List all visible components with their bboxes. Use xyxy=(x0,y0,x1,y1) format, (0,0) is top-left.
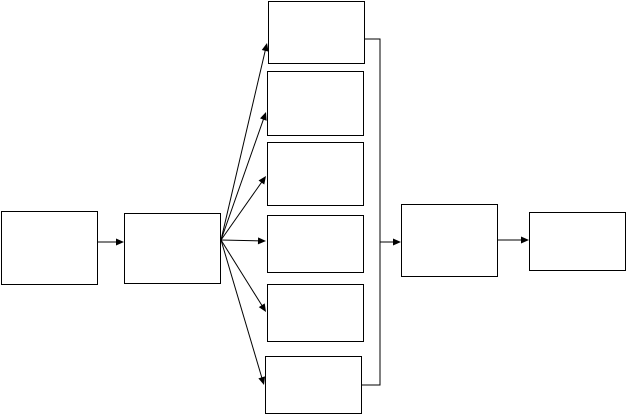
edge-splitter-to-branch-6-arrowhead xyxy=(258,376,266,385)
edge-splitter-to-branch-1-arrowhead xyxy=(261,43,269,52)
node-box-input xyxy=(1,211,98,285)
node-box-branch-6 xyxy=(265,356,362,414)
node-output xyxy=(529,212,626,271)
node-branch-6 xyxy=(265,356,362,414)
node-input xyxy=(1,211,98,285)
edge-splitter-to-branch-5-arrowhead xyxy=(258,303,266,312)
node-box-branch-5 xyxy=(267,284,364,342)
node-branch-3 xyxy=(267,142,364,206)
node-merger xyxy=(401,204,498,277)
edge-splitter-to-branch-2 xyxy=(220,117,265,241)
node-splitter xyxy=(124,213,221,284)
edge-branch-6-to-merger xyxy=(361,212,381,386)
edge-branch-1-to-merger xyxy=(364,38,381,212)
node-box-branch-4 xyxy=(267,215,364,273)
node-box-output xyxy=(529,212,626,271)
node-branch-5 xyxy=(267,284,364,342)
edge-splitter-to-branch-1 xyxy=(220,48,267,241)
edge-input-to-splitter-arrowhead xyxy=(116,238,124,246)
node-branch-2 xyxy=(267,71,364,136)
edge-splitter-to-branch-4-arrowhead xyxy=(257,237,266,245)
edge-splitter-to-branch-5 xyxy=(220,239,264,308)
node-box-branch-3 xyxy=(267,142,364,206)
edge-splitter-to-branch-3-arrowhead xyxy=(258,176,266,185)
node-branch-1 xyxy=(268,1,365,64)
edge-merger-to-output-arrowhead xyxy=(521,236,529,244)
node-branch-4 xyxy=(267,215,364,273)
edge-bus-to-merger-arrowhead xyxy=(393,238,401,246)
edge-splitter-to-branch-3 xyxy=(220,180,263,241)
node-box-branch-1 xyxy=(268,1,365,64)
node-box-branch-2 xyxy=(267,71,364,136)
node-box-splitter xyxy=(124,213,221,284)
edges-layer xyxy=(97,38,529,386)
edge-splitter-to-branch-2-arrowhead xyxy=(260,112,267,121)
node-box-merger xyxy=(401,204,498,277)
edge-splitter-to-branch-6 xyxy=(220,239,263,380)
edge-splitter-to-branch-4 xyxy=(220,239,261,242)
